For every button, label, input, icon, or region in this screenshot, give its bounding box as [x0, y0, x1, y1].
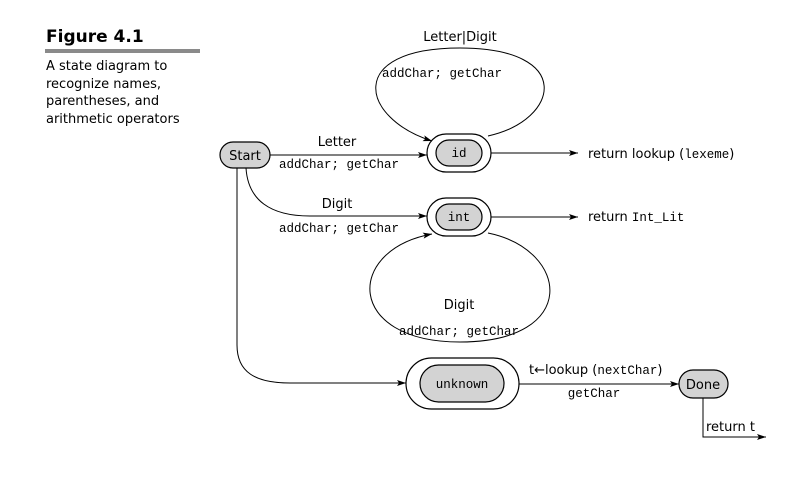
unknown-label: unknown	[436, 378, 489, 392]
start-node: Start	[219, 141, 271, 169]
int-label: int	[448, 211, 471, 225]
description-line: recognize names,	[46, 76, 161, 92]
int-node: int	[426, 197, 492, 237]
int-loop-label: Digit	[444, 298, 475, 313]
int-self-loop	[369, 232, 551, 343]
start-to-int-arrow	[245, 167, 427, 219]
figure-title: Figure 4.1	[46, 27, 144, 47]
unknown-to-done-label: t←lookup (nextChar)	[529, 363, 662, 378]
start-to-unknown-arrow	[236, 168, 406, 386]
start-to-int-action: addChar; getChar	[279, 222, 399, 236]
id-node: id	[426, 133, 492, 173]
done-out-label: return t	[706, 420, 755, 435]
description-line: arithmetic operators	[46, 111, 180, 127]
caption-rule	[45, 49, 200, 53]
start-label: Start	[229, 149, 261, 164]
done-node: Done	[678, 369, 729, 399]
start-to-id-action: addChar; getChar	[279, 158, 399, 172]
id-out-label: return lookup (lexeme)	[588, 147, 734, 162]
unknown-node: unknown	[405, 357, 520, 410]
start-to-int-label: Digit	[322, 197, 353, 212]
figure-description: A state diagram to recognize names, pare…	[46, 58, 206, 128]
unknown-to-done-action: getChar	[568, 387, 621, 401]
int-out-label: return Int_Lit	[588, 210, 684, 225]
description-line: parentheses, and	[46, 94, 160, 109]
id-self-loop	[375, 47, 545, 142]
done-label: Done	[686, 378, 720, 393]
int-loop-action: addChar; getChar	[399, 325, 519, 339]
id-loop-label: Letter|Digit	[423, 30, 497, 45]
id-label: id	[451, 147, 466, 161]
description-line: A state diagram to	[46, 59, 168, 74]
start-to-id-label: Letter	[318, 135, 357, 150]
id-loop-action: addChar; getChar	[382, 67, 502, 81]
done-out-arrow	[702, 397, 766, 440]
